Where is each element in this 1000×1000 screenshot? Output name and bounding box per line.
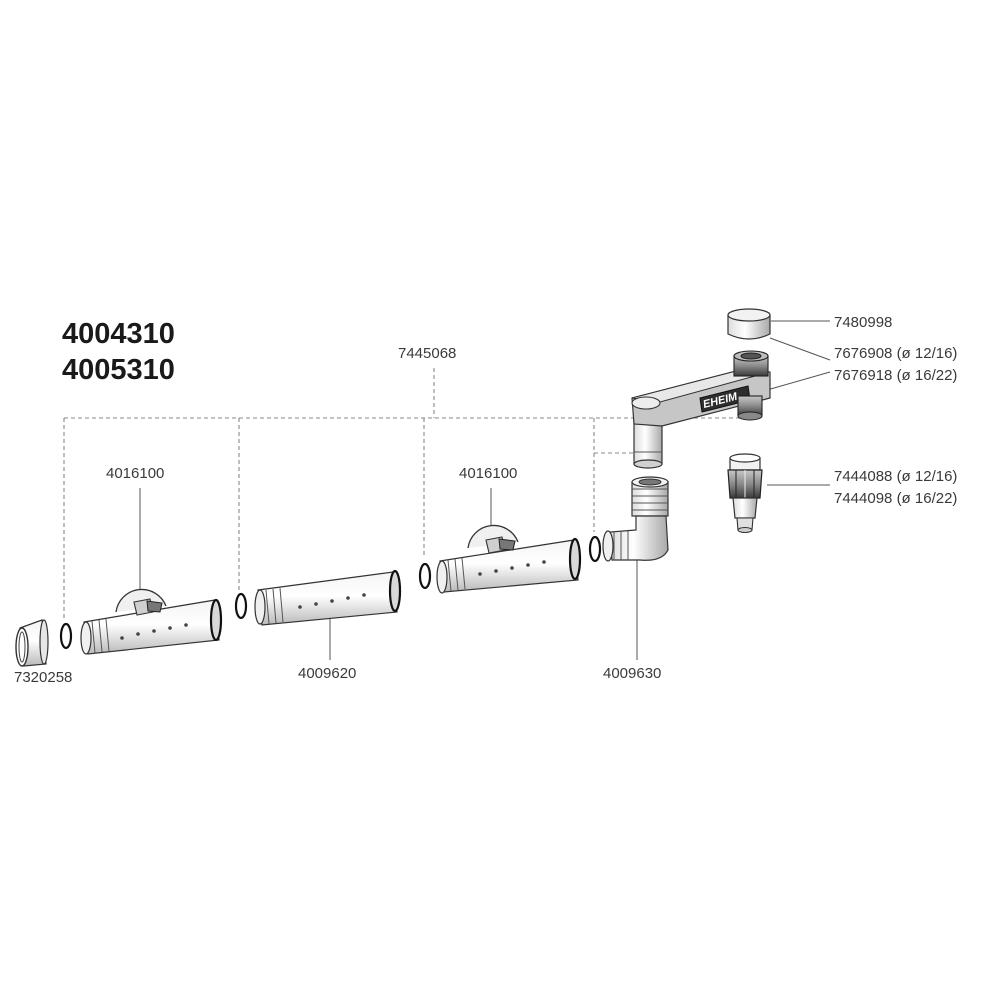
outlet-arm: EHEIM: [631, 350, 771, 469]
cap-7480998: [727, 308, 771, 340]
elbow-4009630: [602, 476, 669, 562]
label-7676908: 7676908 (ø 12/16): [834, 345, 958, 362]
t-piece-right-4016100: [436, 524, 582, 594]
label-4009630: 4009630: [603, 665, 662, 682]
connector-7444088: [727, 453, 763, 533]
label-4009620: 4009620: [298, 665, 357, 682]
label-7676918: 7676918 (ø 16/22): [834, 367, 958, 384]
label-7320258: 7320258: [14, 669, 73, 686]
label-4016100-left: 4016100: [106, 465, 165, 482]
part-number-title-2: 4005310: [62, 354, 175, 386]
label-4016100-right: 4016100: [459, 465, 518, 482]
end-cap-7320258: [15, 619, 49, 667]
part-number-title-1: 4004310: [62, 318, 175, 350]
label-7444088: 7444088 (ø 12/16): [834, 468, 958, 485]
label-7480998: 7480998: [834, 314, 893, 331]
pipe-4009620: [254, 569, 402, 626]
leader-lines: [139, 320, 831, 660]
label-7445068: 7445068: [398, 345, 457, 362]
bracket-7445068: [63, 368, 740, 618]
t-piece-left-4016100: [80, 588, 223, 655]
o-rings: [59, 535, 602, 650]
label-7444098: 7444098 (ø 16/22): [834, 490, 958, 507]
